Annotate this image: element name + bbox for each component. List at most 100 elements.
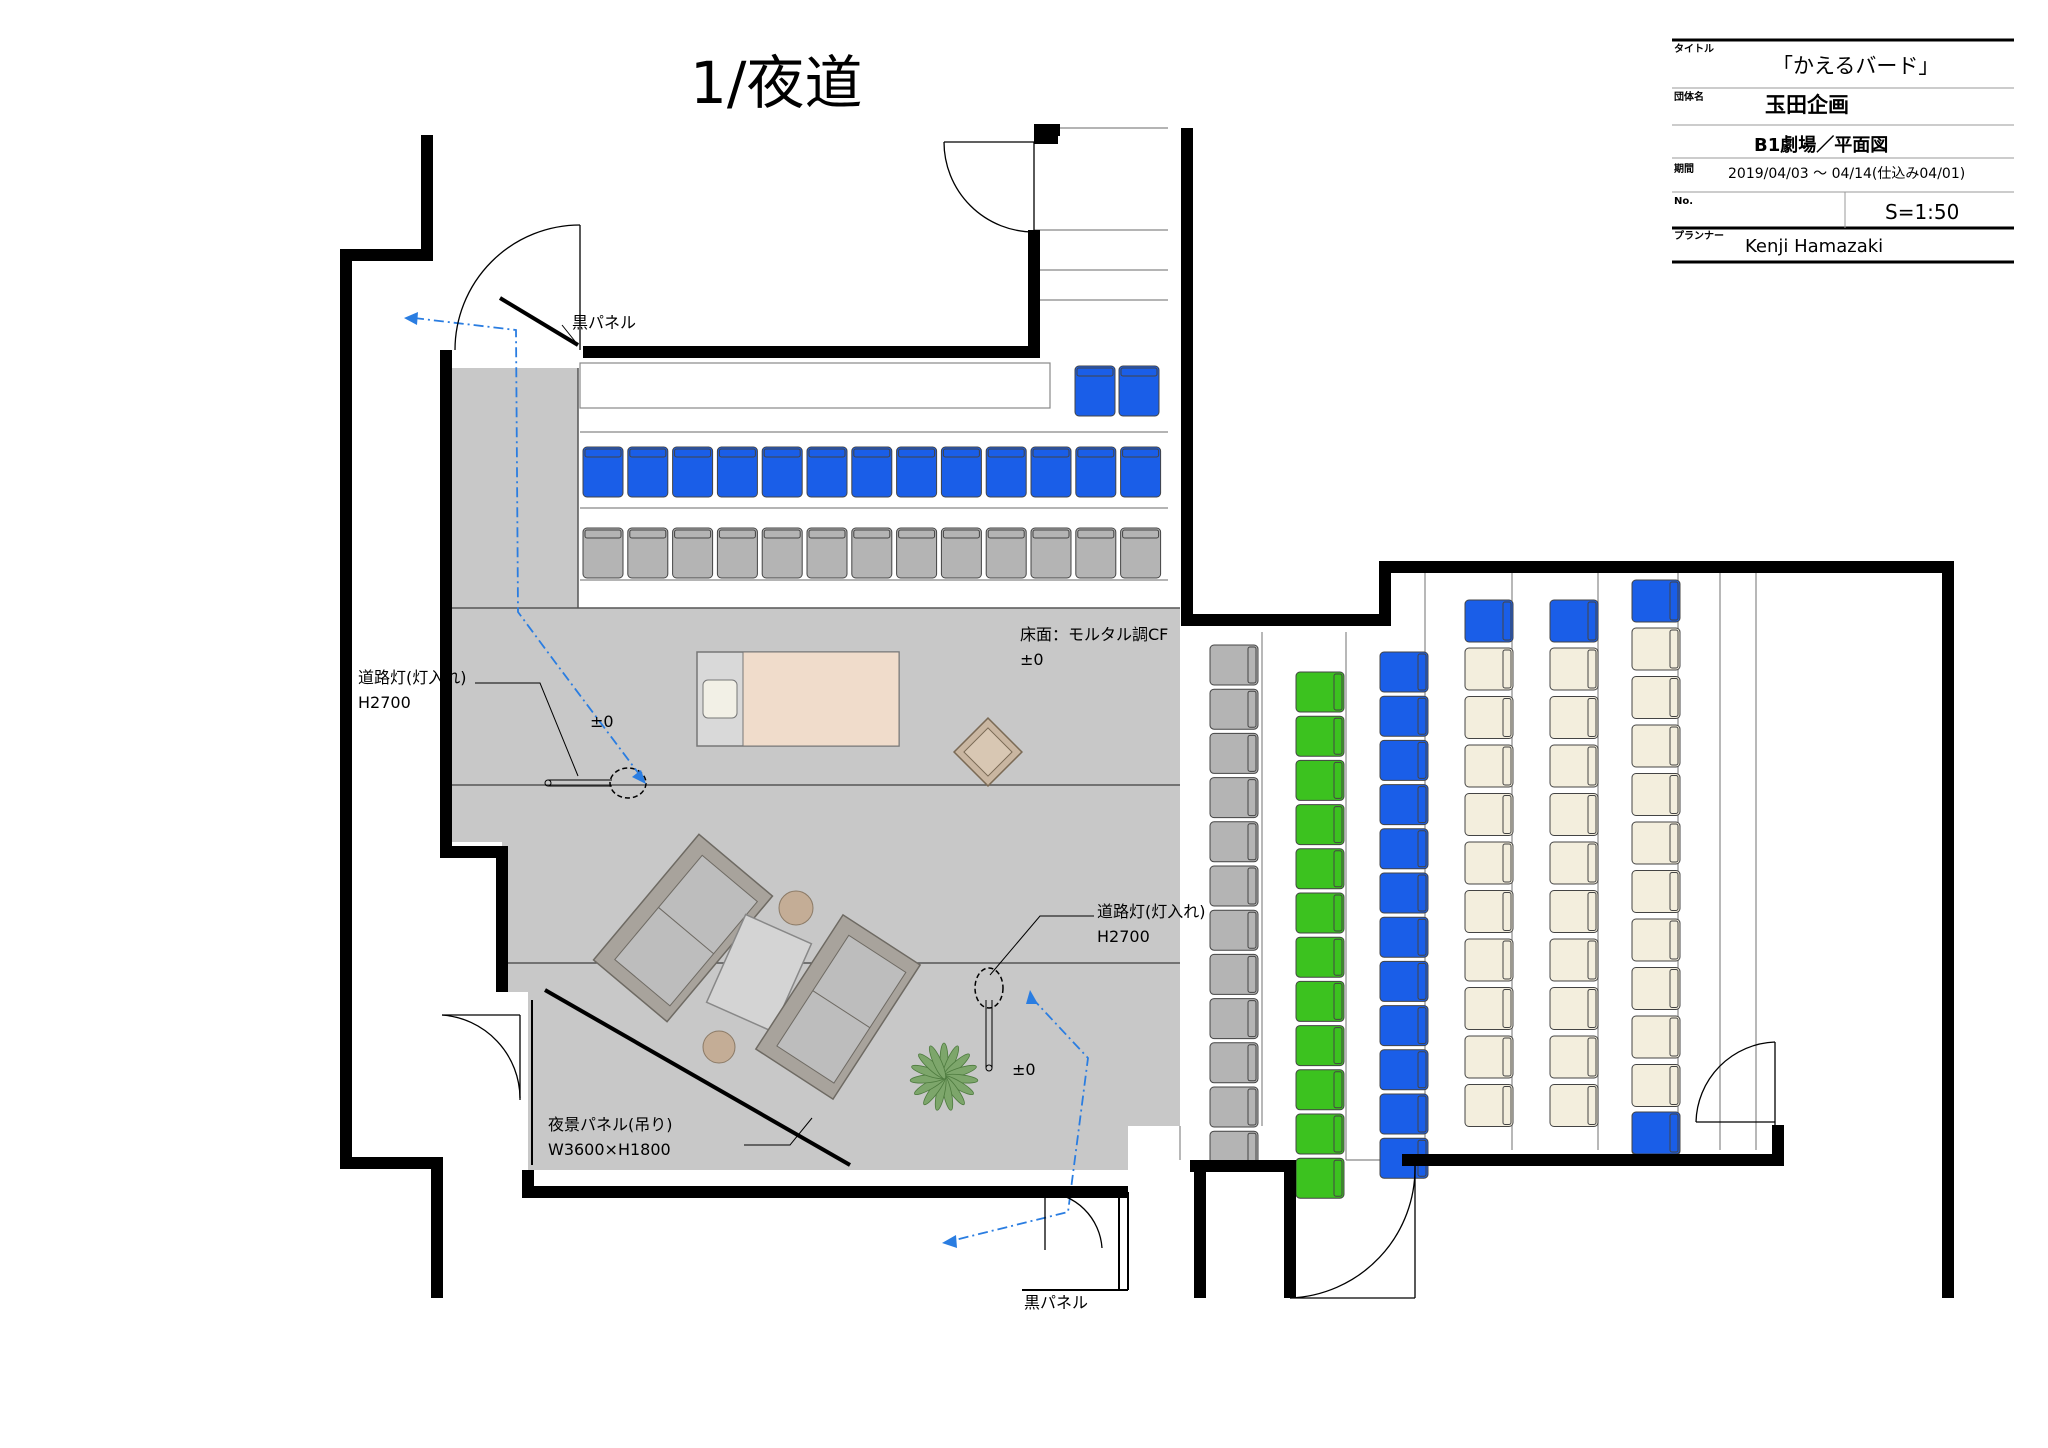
- floor-level: ±0: [1020, 650, 1044, 669]
- seat-blue-top: [627, 446, 669, 498]
- side-table: [952, 716, 1024, 788]
- seat-blue-right-cap: [1631, 579, 1681, 623]
- doors: [441, 141, 1776, 1299]
- leader-lines: [475, 324, 1094, 1146]
- street-light-1-name: 道路灯(灯入れ): [358, 668, 467, 687]
- seat-blue-top: [582, 446, 624, 498]
- seat-green-right: [1295, 804, 1345, 846]
- seat-green-right: [1295, 715, 1345, 757]
- seat-green-right: [1295, 1069, 1345, 1111]
- seat-blue-right: [1379, 1005, 1429, 1047]
- seat-gray-right: [1209, 688, 1259, 730]
- seat-blue-right: [1379, 695, 1429, 737]
- stool-1: [778, 890, 814, 926]
- actor-path-1: [413, 317, 643, 779]
- seat-blue-right: [1379, 960, 1429, 1002]
- planner-label: プランナー: [1674, 229, 1724, 242]
- night-panel-size: W3600×H1800: [548, 1140, 671, 1159]
- seat-green-right: [1295, 936, 1345, 978]
- seat-cream-right: [1631, 724, 1681, 768]
- seat-gray-top: [940, 527, 982, 579]
- seat-cream-right: [1464, 647, 1514, 691]
- seat-cream-right: [1631, 1015, 1681, 1059]
- black-panel-bottom-label: 黒パネル: [1024, 1293, 1088, 1312]
- level-1: ±0: [590, 712, 614, 731]
- path-arrow-1b: [632, 770, 646, 784]
- seat-gray-top: [672, 527, 714, 579]
- seat-cream-right: [1464, 1035, 1514, 1079]
- seat-blue-top: [1030, 446, 1072, 498]
- seating-platform: [579, 127, 1168, 581]
- seat-cream-right: [1549, 744, 1599, 788]
- seat-blue-right: [1379, 916, 1429, 958]
- seat-green-right: [1295, 1157, 1345, 1199]
- street-light-2-height: H2700: [1097, 927, 1150, 946]
- seat-gray-top: [985, 527, 1027, 579]
- actor-path-2: [954, 997, 1089, 1241]
- seat-cream-right: [1631, 967, 1681, 1010]
- seat-cream-right: [1549, 890, 1599, 933]
- venue-value: B1劇場／平面図: [1754, 135, 1888, 156]
- seat-cream-right: [1464, 987, 1514, 1030]
- seat-gray-top: [627, 527, 669, 579]
- troupe-value: 玉田企画: [1765, 93, 1849, 117]
- seat-blue-top-extra: [1074, 365, 1116, 417]
- seat-cream-right: [1549, 1084, 1599, 1127]
- thin-walls: [531, 1000, 1129, 1291]
- path-arrow-1: [404, 312, 418, 325]
- page-title: 1/夜道: [690, 49, 862, 117]
- seat-gray-top: [582, 527, 624, 579]
- seat-green-right: [1295, 1113, 1345, 1155]
- seat-green-right: [1295, 759, 1345, 801]
- seat-blue-top: [1075, 446, 1117, 498]
- seat-green-right: [1295, 892, 1345, 934]
- seat-cream-right: [1549, 987, 1599, 1030]
- seat-blue-right: [1379, 1049, 1429, 1091]
- scale-value: S=1:50: [1885, 200, 1959, 224]
- seat-blue-top: [716, 446, 758, 498]
- seat-cream-right: [1549, 938, 1599, 982]
- sofa-right: [754, 913, 922, 1101]
- seat-blue-top-extra: [1118, 365, 1160, 417]
- seat-green-right: [1295, 671, 1345, 713]
- sofa-left: [592, 833, 774, 1023]
- seat-blue-top: [672, 446, 714, 498]
- seat-blue-top: [940, 446, 982, 498]
- seat-cream-right: [1631, 773, 1681, 816]
- no-label: No.: [1674, 196, 1693, 207]
- seat-gray-top: [851, 527, 893, 579]
- street-light-2-name: 道路灯(灯入れ): [1097, 902, 1206, 921]
- street-light-1: [544, 767, 647, 799]
- seat-cream-right: [1464, 890, 1514, 933]
- night-view-panel: [544, 988, 851, 1167]
- seat-gray-right: [1209, 644, 1259, 686]
- street-light-2: [974, 967, 1004, 1072]
- seat-blue-right: [1379, 828, 1429, 870]
- audience-seats: [582, 365, 1681, 1199]
- path-arrow-2: [1026, 990, 1038, 1004]
- seat-gray-top: [761, 527, 803, 579]
- seat-blue-right: [1379, 872, 1429, 914]
- seat-cream-right: [1631, 870, 1681, 913]
- seat-gray-top: [806, 527, 848, 579]
- seat-gray-top: [1030, 527, 1072, 579]
- plant: [909, 1042, 979, 1111]
- seat-gray-top: [896, 527, 938, 579]
- seat-cream-right: [1464, 1084, 1514, 1127]
- seat-gray-right: [1209, 777, 1259, 819]
- seat-cream-right: [1631, 627, 1681, 671]
- seat-green-right: [1295, 1025, 1345, 1067]
- seat-cream-right: [1464, 841, 1514, 885]
- title-value: 「かえるバード」: [1772, 54, 1939, 78]
- black-panel-top-label: 黒パネル: [572, 313, 636, 332]
- plant-leaf: [928, 1045, 947, 1080]
- seat-gray-right: [1209, 821, 1259, 863]
- seat-gray-top: [1075, 527, 1117, 579]
- period-label: 期間: [1674, 162, 1694, 175]
- seat-blue-right-cap: [1464, 599, 1514, 643]
- seat-cream-right: [1464, 744, 1514, 788]
- bed: [696, 651, 900, 747]
- seat-cream-right: [1464, 696, 1514, 739]
- seat-cream-right: [1549, 841, 1599, 885]
- troupe-label: 団体名: [1674, 90, 1704, 103]
